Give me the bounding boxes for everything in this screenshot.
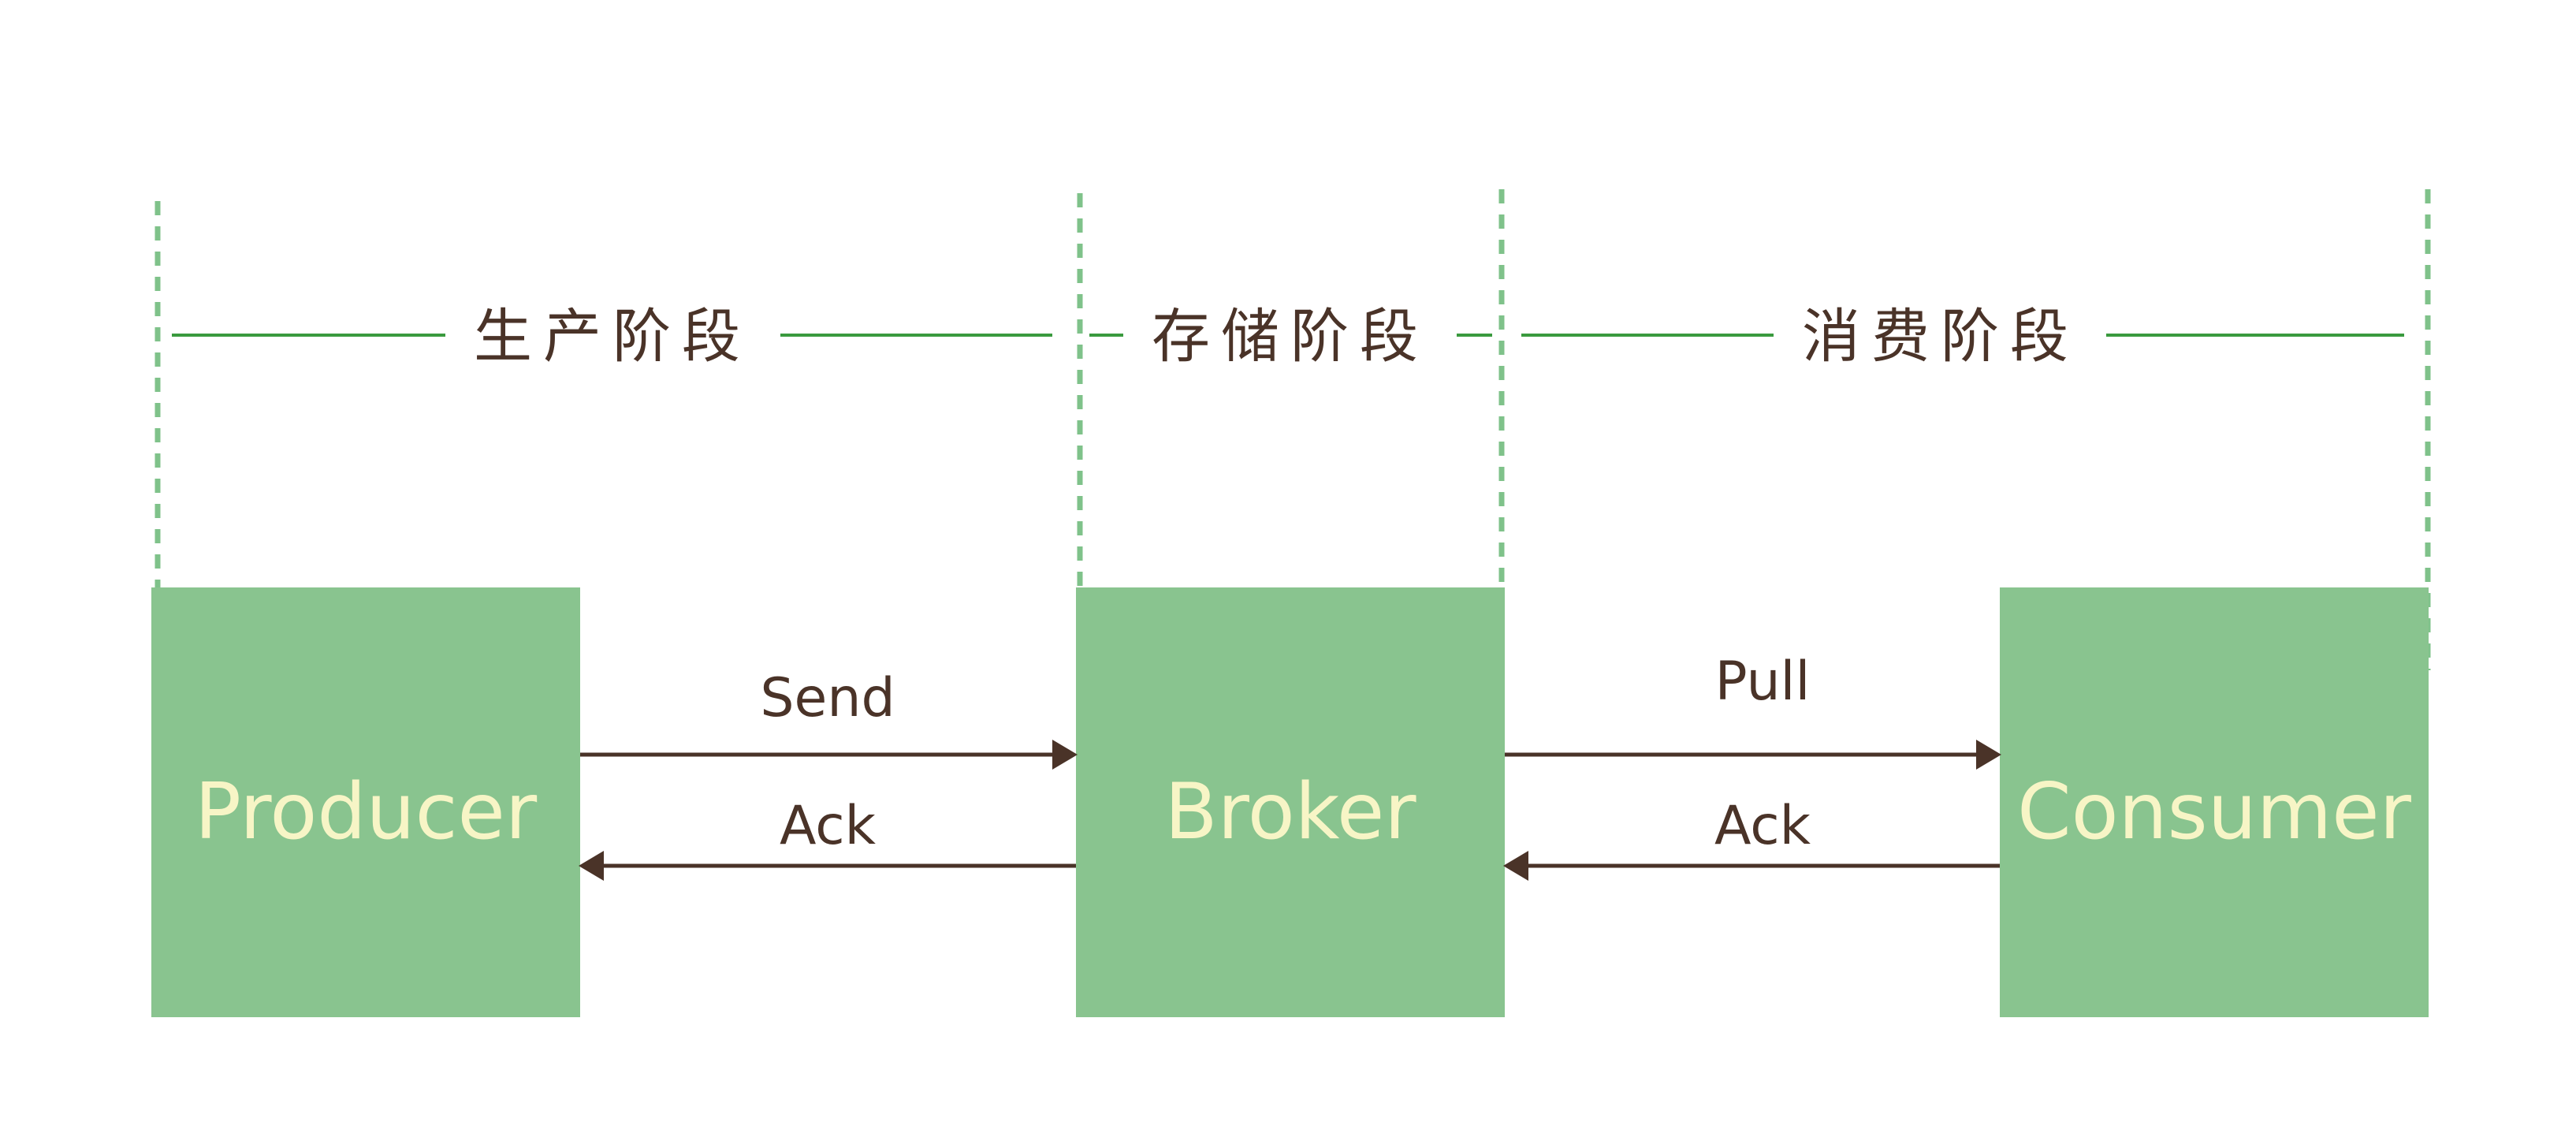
arrowheads [579, 740, 2001, 881]
node-consumer: Consumer [2000, 587, 2429, 1017]
stage-label-store: 存储阶段 [1152, 303, 1429, 371]
node-producer: Producer [151, 587, 580, 1017]
producer-box [151, 587, 580, 1017]
producer-label: Producer [195, 767, 538, 857]
ack-label-broker: Ack [1714, 795, 1811, 857]
send-arrowhead [1052, 740, 1078, 770]
edges [580, 752, 2000, 868]
broker-label: Broker [1164, 767, 1416, 857]
node-broker: Broker [1076, 587, 1505, 1017]
consumer-box [2000, 587, 2429, 1017]
consumer-label: Consumer [2017, 767, 2411, 857]
stage-dividers [154, 189, 2431, 670]
send-label: Send [760, 667, 895, 729]
stage-label-consume: 消费阶段 [1802, 303, 2079, 371]
stage-label-produce: 生产阶段 [474, 303, 751, 371]
ack-arrowhead-producer [579, 851, 604, 881]
pull-label: Pull [1715, 651, 1811, 713]
broker-box [1076, 587, 1505, 1017]
ack-arrowhead-broker [1503, 851, 1528, 881]
pull-arrowhead [1976, 740, 2001, 770]
ack-label-producer: Ack [780, 795, 877, 857]
